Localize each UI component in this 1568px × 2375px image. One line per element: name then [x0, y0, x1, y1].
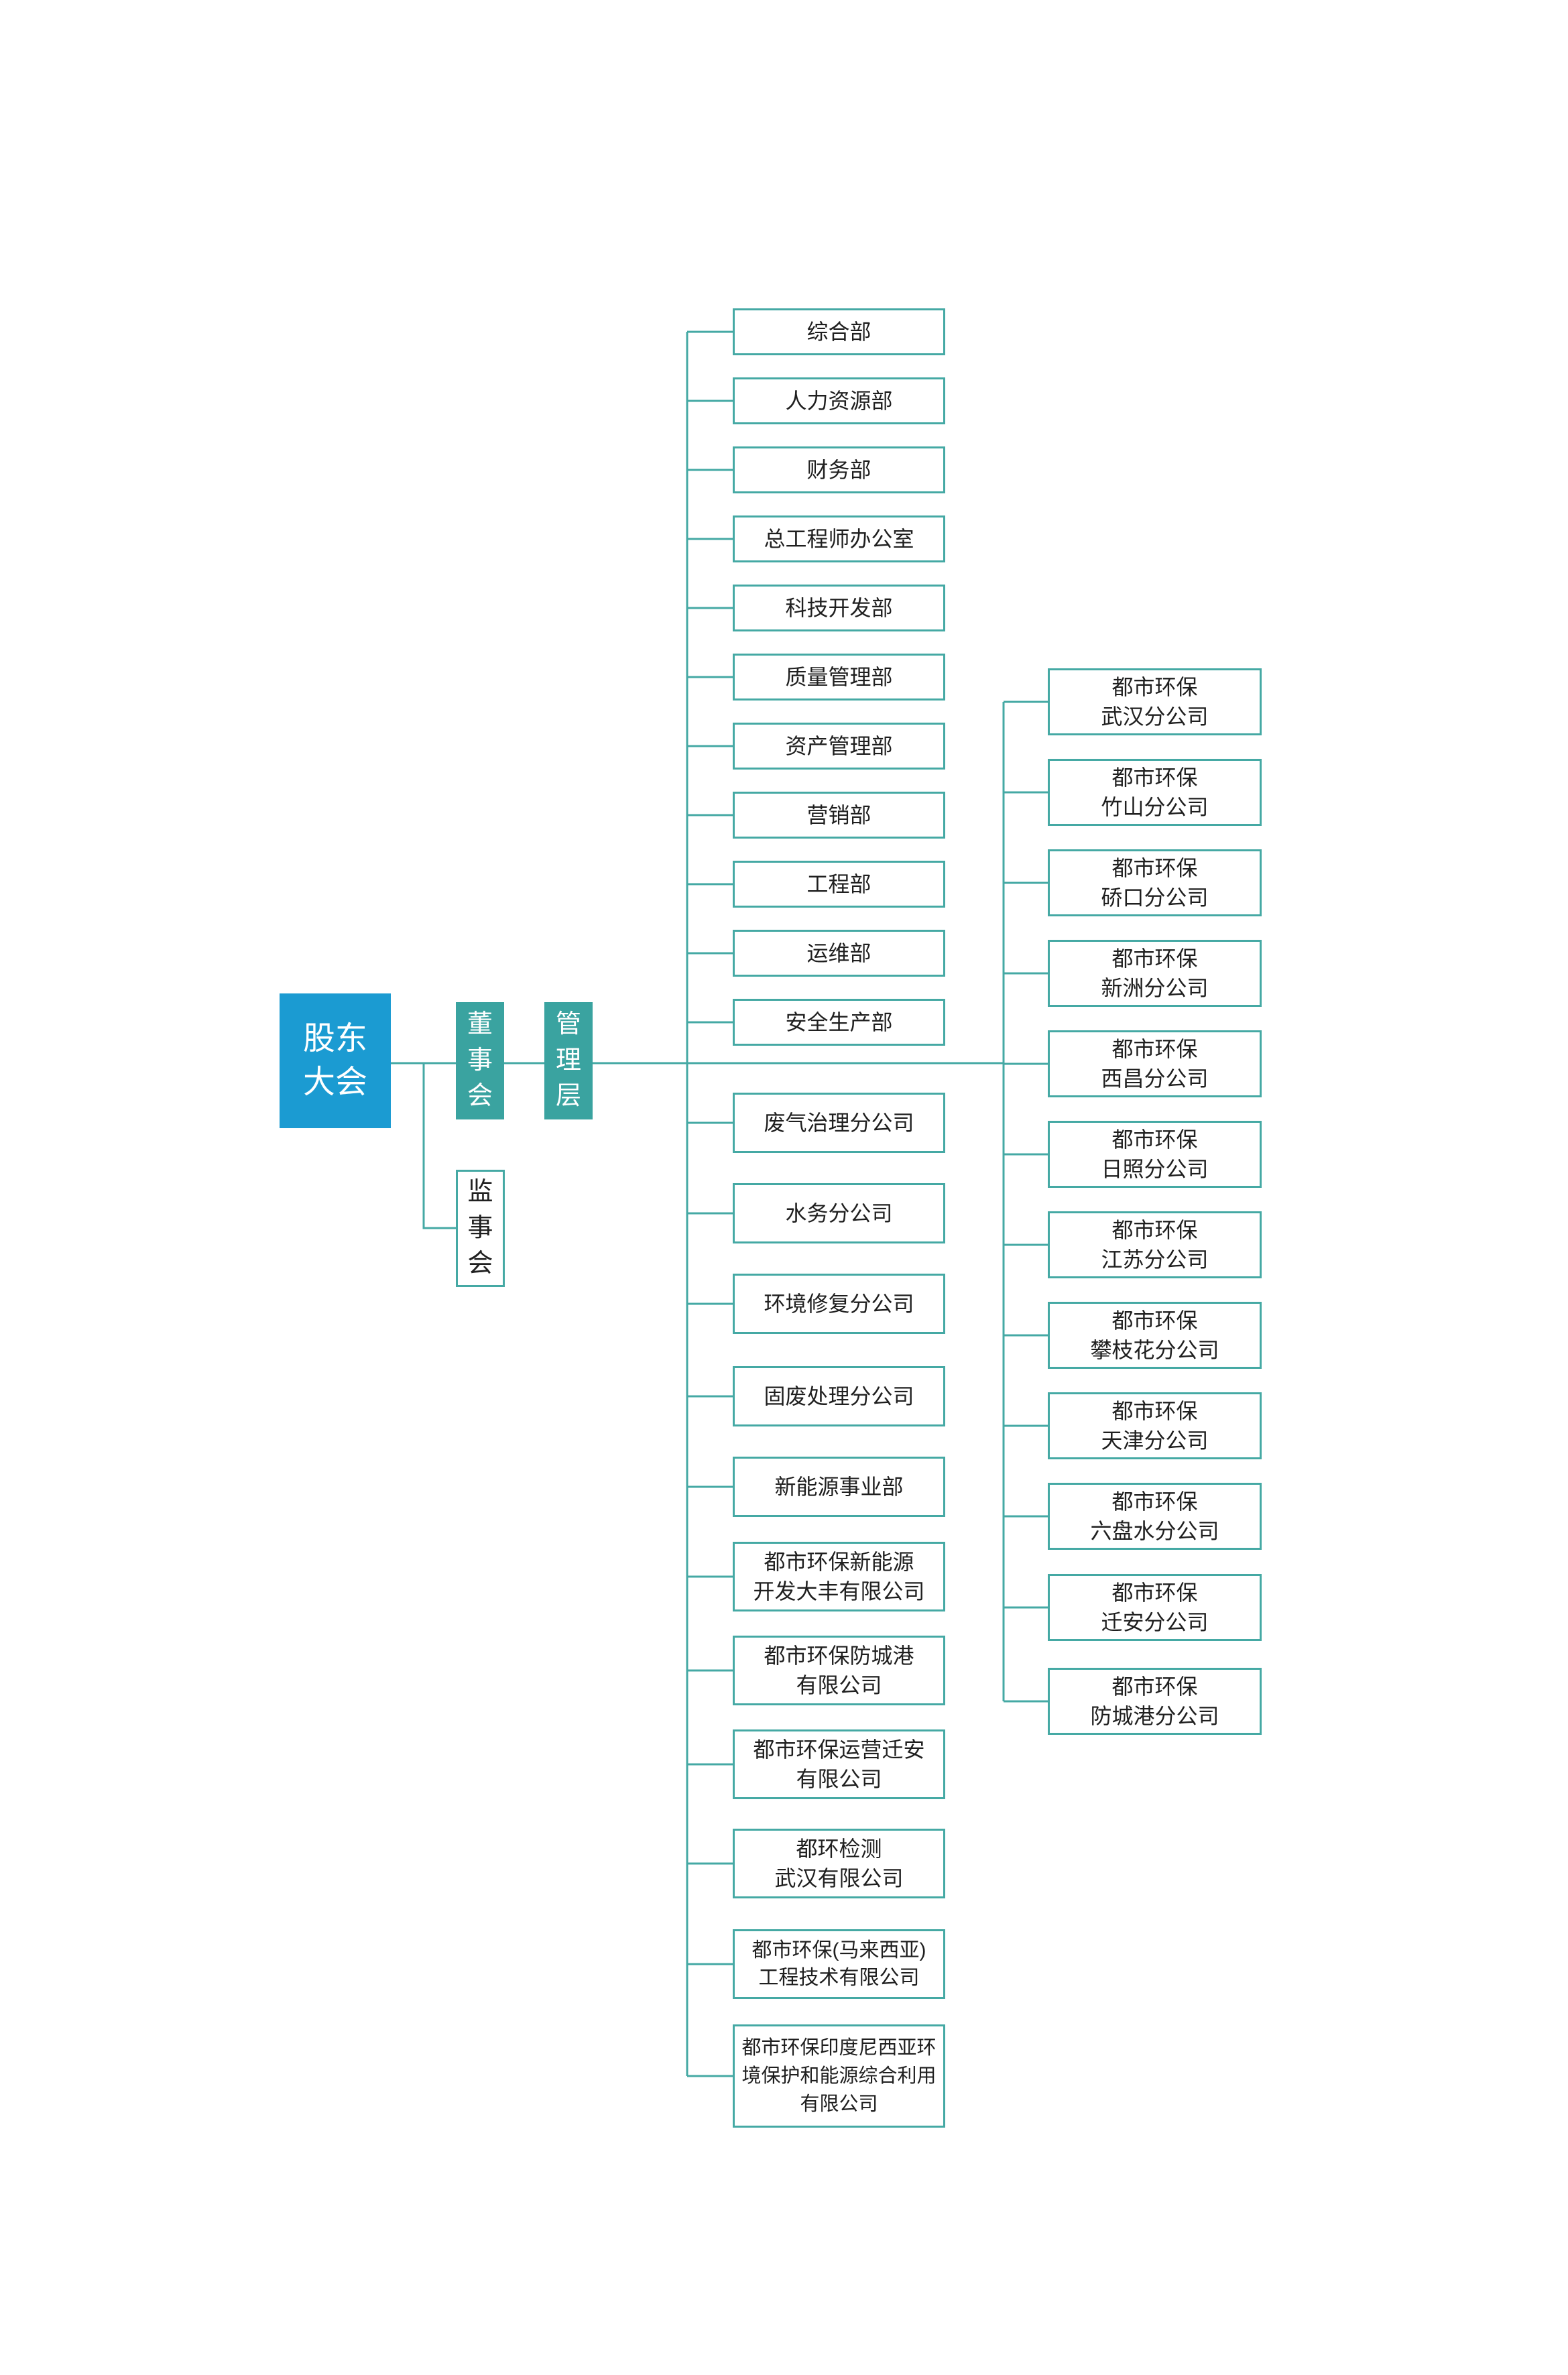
branch-rizhao: 都市环保 日照分公司: [1048, 1121, 1262, 1188]
dept-safety-production: 安全生产部: [733, 999, 945, 1046]
node-management-layer: 管 理 层: [544, 1002, 593, 1119]
sub-water-affairs-branch: 水务分公司: [733, 1183, 945, 1243]
dept-general-affairs: 综合部: [733, 308, 945, 355]
dept-finance: 财务部: [733, 446, 945, 493]
sub-malaysia-engineering-co: 都市环保(马来西亚) 工程技术有限公司: [733, 1929, 945, 1999]
branch-qiaokou: 都市环保 硚口分公司: [1048, 849, 1262, 916]
node-shareholders-meeting: 股东 大会: [280, 993, 391, 1128]
sub-fangchenggang-co: 都市环保防城港 有限公司: [733, 1636, 945, 1705]
sub-duhuan-testing-wuhan-co: 都环检测 武汉有限公司: [733, 1829, 945, 1898]
sub-dafeng-new-energy-co: 都市环保新能源 开发大丰有限公司: [733, 1542, 945, 1611]
branch-zhushan: 都市环保 竹山分公司: [1048, 759, 1262, 826]
sub-environment-remediation-branch: 环境修复分公司: [733, 1274, 945, 1334]
branch-stub-lines: [1004, 701, 1048, 1703]
dept-quality-management: 质量管理部: [733, 654, 945, 701]
branch-wuhan: 都市环保 武汉分公司: [1048, 668, 1262, 735]
sub-new-energy-division: 新能源事业部: [733, 1457, 945, 1517]
branch-xichang: 都市环保 西昌分公司: [1048, 1030, 1262, 1097]
sub-solid-waste-branch: 固废处理分公司: [733, 1366, 945, 1426]
sub-indonesia-energy-co: 都市环保印度尼西亚环 境保护和能源综合利用 有限公司: [733, 2024, 945, 2128]
dept-marketing: 营销部: [733, 792, 945, 839]
dept-asset-management: 资产管理部: [733, 723, 945, 770]
branch-tianjin: 都市环保 天津分公司: [1048, 1392, 1262, 1459]
dept-engineering: 工程部: [733, 861, 945, 908]
branch-liupanshui: 都市环保 六盘水分公司: [1048, 1483, 1262, 1550]
supervisory-elbow-line: [422, 1063, 456, 1229]
dept-tech-development: 科技开发部: [733, 585, 945, 631]
branch-fangchenggang: 都市环保 防城港分公司: [1048, 1668, 1262, 1735]
sub-waste-gas-treatment-branch: 废气治理分公司: [733, 1093, 945, 1153]
sub-qianan-operations-co: 都市环保运营迁安 有限公司: [733, 1729, 945, 1799]
node-board-of-directors: 董 事 会: [456, 1002, 504, 1119]
branch-qianan: 都市环保 迁安分公司: [1048, 1574, 1262, 1641]
branch-panzhihua: 都市环保 攀枝花分公司: [1048, 1302, 1262, 1369]
branch-xinzhou: 都市环保 新洲分公司: [1048, 940, 1262, 1007]
department-stub-lines: [687, 330, 733, 1024]
node-supervisory-board: 监 事 会: [456, 1170, 505, 1287]
dept-chief-engineer-office: 总工程师办公室: [733, 515, 945, 562]
dept-operations-maintenance: 运维部: [733, 930, 945, 977]
subsidiary-stub-lines: [687, 1121, 733, 2077]
branch-jiangsu: 都市环保 江苏分公司: [1048, 1211, 1262, 1278]
dept-human-resources: 人力资源部: [733, 377, 945, 424]
